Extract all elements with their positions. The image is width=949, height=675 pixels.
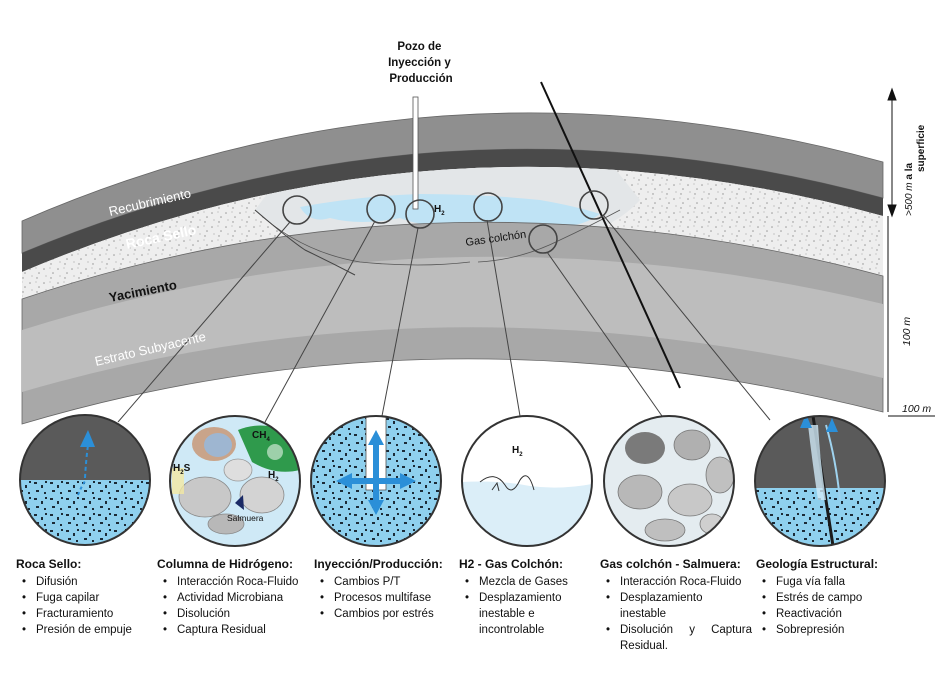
panel-cushion-title: H2 - Gas Colchón: xyxy=(459,557,564,571)
panel-structural-title: Geología Estructural: xyxy=(756,557,879,571)
panel-structural-item: Reactivación xyxy=(762,606,896,622)
panel-brine: Gas colchón - Salmuera: Interacción Roca… xyxy=(600,556,752,654)
h2-reservoir-label: H2 xyxy=(434,204,445,217)
depth-scale xyxy=(887,87,897,218)
h2-column-label: H2 xyxy=(268,470,279,483)
panel-hydrogen-item: Interacción Roca-Fluido xyxy=(163,574,315,590)
depth-scale-label: >500 m a la xyxy=(904,162,915,216)
detail-circle-seal xyxy=(20,415,150,545)
panel-seal: Roca Sello: Difusión Fuga capilar Fractu… xyxy=(16,556,152,638)
detail-circle-injection xyxy=(311,416,441,546)
panel-brine-item: Interacción Roca-Fluido xyxy=(606,574,752,590)
panel-brine-item: Desplazamiento inestable xyxy=(606,590,710,622)
panel-cushion-item: Desplazamiento inestable e incontrolable xyxy=(465,590,561,638)
brine-label: Salmuera xyxy=(227,513,264,523)
panel-seal-item: Fracturamiento xyxy=(22,606,152,622)
h2s-label: H2S xyxy=(173,463,191,476)
panel-hydrogen-item: Disolución xyxy=(163,606,315,622)
panel-hydrogen-item: Actividad Microbiana xyxy=(163,590,315,606)
panel-injection-item: Cambios P/T xyxy=(320,574,454,590)
panel-injection-item: Cambios por estrés xyxy=(320,606,454,622)
contact-line xyxy=(254,209,471,266)
inspection-circles xyxy=(282,190,609,254)
panel-hydrogen-item: Captura Residual xyxy=(163,622,315,638)
panel-seal-item: Difusión xyxy=(22,574,152,590)
leader-lines xyxy=(117,209,771,423)
ch4-label: CH4 xyxy=(252,430,270,443)
detail-circle-hydrogen-column xyxy=(170,416,300,546)
panel-structural: Geología Estructural: Fuga vía falla Est… xyxy=(756,556,896,638)
panel-injection-title: Inyección/Producción: xyxy=(314,557,443,571)
panel-structural-item: Sobrepresión xyxy=(762,622,896,638)
panel-brine-title: Gas colchón - Salmuera: xyxy=(600,557,741,571)
width-scale-label: 100 m xyxy=(902,403,931,415)
panel-brine-item: Disolución y Captura Residual. xyxy=(606,622,752,654)
panel-structural-item: Estrés de campo xyxy=(762,590,896,606)
panel-structural-item: Fuga vía falla xyxy=(762,574,896,590)
panel-cushion-item: Mezcla de Gases xyxy=(465,574,587,590)
panel-seal-item: Presión de empuje xyxy=(22,622,152,638)
panel-hydrogen-column: Columna de Hidrógeno: Interacción Roca-F… xyxy=(157,556,315,638)
detail-circle-fault xyxy=(755,416,885,546)
panel-seal-item: Fuga capilar xyxy=(22,590,152,606)
seal-layer xyxy=(22,149,883,272)
panel-seal-title: Roca Sello: xyxy=(16,557,82,571)
panel-injection-item: Procesos multifase xyxy=(320,590,454,606)
thickness-scale-label: 100 m xyxy=(901,317,913,346)
fault-line xyxy=(540,81,681,389)
h2-seal-accumulation xyxy=(300,194,600,227)
h2-gas-label: H2 xyxy=(512,445,523,458)
panel-injection: Inyección/Producción: Cambios P/T Proces… xyxy=(314,556,454,622)
depth-scale-label-2: superficie xyxy=(916,124,927,172)
panel-cushion-gas: H2 - Gas Colchón: Mezcla de Gases Despla… xyxy=(459,556,587,638)
detail-circle-cushion-gas xyxy=(462,416,592,546)
panel-hydrogen-title: Columna de Hidrógeno: xyxy=(157,557,293,571)
detail-circle-brine xyxy=(604,416,734,546)
well-label: Pozo de Inyección y Producción xyxy=(388,41,454,85)
well-bore xyxy=(412,96,419,210)
reservoir-layer xyxy=(22,166,883,299)
